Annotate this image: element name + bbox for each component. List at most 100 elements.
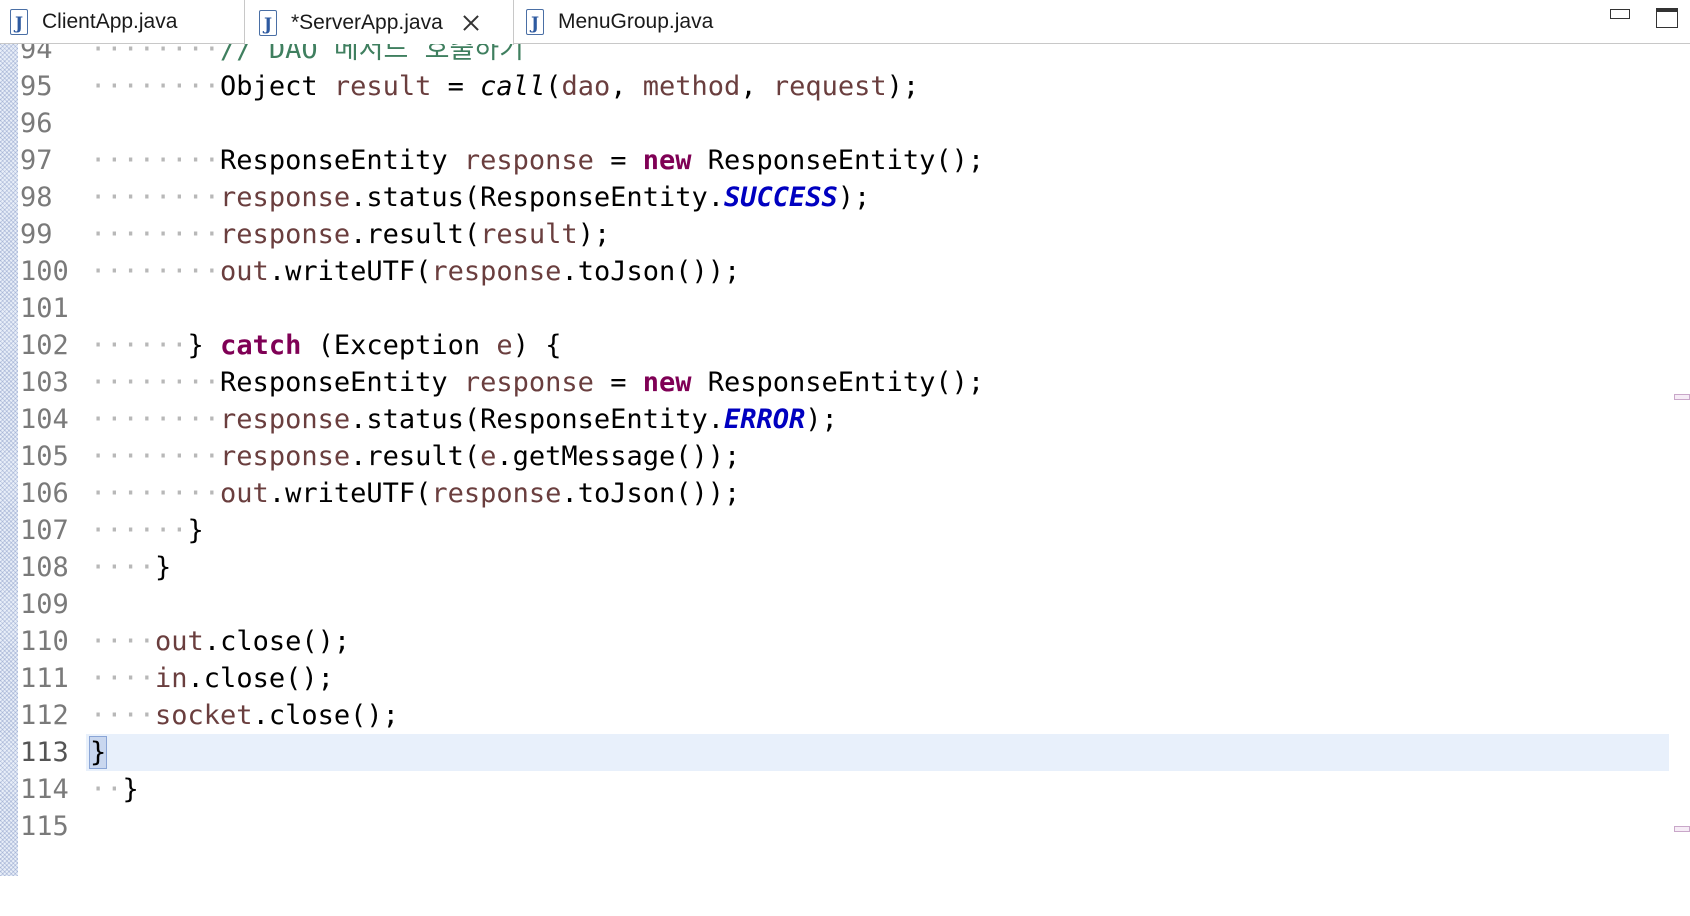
code-line[interactable]: 101 [0, 290, 1690, 327]
code-token: ( [545, 71, 562, 102]
code-line[interactable]: 109 [0, 586, 1690, 623]
line-number: 94 [20, 44, 53, 65]
whitespace-marker: ········ [90, 145, 221, 176]
code-text: ········response.result(e.getMessage()); [90, 438, 740, 475]
code-token: response [431, 478, 562, 509]
tab-label: *ServerApp.java [291, 10, 443, 34]
line-number: 103 [20, 367, 69, 398]
code-text: ······} catch (Exception e) { [90, 327, 561, 364]
code-token: response [431, 256, 562, 287]
code-text: ········response.result(result); [90, 216, 610, 253]
code-token: call [480, 71, 546, 102]
line-number: 107 [20, 515, 69, 546]
code-token: request [772, 71, 887, 102]
code-text: ····} [90, 549, 171, 586]
line-number: 102 [20, 330, 69, 361]
code-line[interactable]: 94 ········// DAO 메서드 호출하기 [0, 44, 1690, 68]
code-line[interactable]: 107······} [0, 512, 1690, 549]
line-number: 115 [20, 811, 69, 842]
whitespace-marker: ···· [90, 700, 156, 731]
line-number: 95 [20, 71, 53, 102]
code-token: } [122, 774, 139, 805]
whitespace-marker: ·· [90, 774, 123, 805]
code-token: dao [561, 71, 611, 102]
code-token: response [220, 404, 351, 435]
code-line[interactable]: 96 [0, 105, 1690, 142]
line-number: 98 [20, 182, 53, 213]
line-number: 110 [20, 626, 69, 657]
code-token: .status(ResponseEntity. [350, 404, 724, 435]
code-token: .close(); [187, 663, 334, 694]
code-token: response [220, 219, 351, 250]
code-token: SUCCESS [723, 182, 838, 213]
whitespace-marker: ···· [90, 663, 156, 694]
annotation-ruler [0, 44, 18, 876]
code-token: .toJson()); [561, 478, 741, 509]
code-token: , [740, 71, 773, 102]
whitespace-marker: ········ [90, 182, 221, 213]
line-number: 96 [20, 108, 53, 139]
code-token: ERROR [723, 404, 806, 435]
code-token: .writeUTF( [268, 478, 432, 509]
line-number: 106 [20, 478, 69, 509]
code-line[interactable]: 103 ········ResponseEntity response = new… [0, 364, 1690, 401]
code-text: ········ResponseEntity response = new Re… [90, 364, 984, 401]
current-line-highlight [86, 734, 1669, 771]
code-token: Object [220, 71, 334, 102]
whitespace-marker: ···· [90, 552, 156, 583]
code-token: out [220, 478, 269, 509]
line-number: 97 [20, 145, 53, 176]
code-token: } [88, 736, 108, 769]
code-token: = [593, 367, 643, 398]
code-token: , [610, 71, 643, 102]
code-line[interactable]: 99 ········response.result(result); [0, 216, 1690, 253]
whitespace-marker: ········ [90, 71, 221, 102]
whitespace-marker: ········ [90, 44, 221, 65]
tab-label: MenuGroup.java [558, 10, 714, 33]
code-line[interactable]: 106 ········out.writeUTF(response.toJson(… [0, 475, 1690, 512]
whitespace-marker: ········ [90, 441, 221, 472]
code-line[interactable]: 115 [0, 808, 1690, 845]
code-text: ········Object result = call(dao, method… [90, 68, 919, 105]
code-text: ····socket.close(); [90, 697, 399, 734]
code-line[interactable]: 104········response.status(ResponseEntit… [0, 401, 1690, 438]
code-line[interactable]: 100········out.writeUTF(response.toJson(… [0, 253, 1690, 290]
tab-clientapp[interactable]: J ClientApp.java [0, 0, 244, 44]
code-token: in [155, 663, 188, 694]
minimize-icon[interactable] [1610, 9, 1630, 19]
code-token: .close(); [252, 700, 399, 731]
line-number: 111 [20, 663, 69, 694]
maximize-icon[interactable] [1656, 8, 1678, 28]
code-line[interactable]: 95 ········Object result = call(dao, meth… [0, 68, 1690, 105]
code-line[interactable]: 108····} [0, 549, 1690, 586]
editor-tab-bar: J ClientApp.java J *ServerApp.java J Men… [0, 0, 1690, 45]
line-number: 109 [20, 589, 69, 620]
code-line[interactable]: 111 ····in.close(); [0, 660, 1690, 697]
code-line[interactable]: 105 ········response.result(e.getMessage(… [0, 438, 1690, 475]
code-text: ········response.status(ResponseEntity.E… [90, 401, 838, 438]
code-text: ········out.writeUTF(response.toJson()); [90, 475, 740, 512]
close-icon[interactable] [461, 13, 481, 33]
code-token: ResponseEntity [220, 145, 464, 176]
tab-menugroup[interactable]: J MenuGroup.java [514, 0, 774, 44]
code-token: ); [577, 219, 611, 250]
code-line[interactable]: 102 ······} catch (Exception e) { [0, 327, 1690, 364]
code-token: } [187, 330, 221, 361]
line-number: 105 [20, 441, 69, 472]
whitespace-marker: ······ [90, 330, 188, 361]
code-line[interactable]: 98········response.status(ResponseEntity… [0, 179, 1690, 216]
line-number: 99 [20, 219, 53, 250]
code-line[interactable]: 97········ResponseEntity response = new … [0, 142, 1690, 179]
code-line[interactable]: 113} [0, 734, 1690, 771]
code-text: } [88, 734, 108, 771]
code-line[interactable]: 110····out.close(); [0, 623, 1690, 660]
code-token: catch [220, 330, 302, 361]
code-text: ········// DAO 메서드 호출하기 [90, 44, 524, 68]
whitespace-marker: ······ [90, 515, 188, 546]
tab-serverapp[interactable]: J *ServerApp.java [244, 0, 514, 45]
code-line[interactable]: 114··} [0, 771, 1690, 808]
code-token: .writeUTF( [268, 256, 432, 287]
code-line[interactable]: 112····socket.close(); [0, 697, 1690, 734]
